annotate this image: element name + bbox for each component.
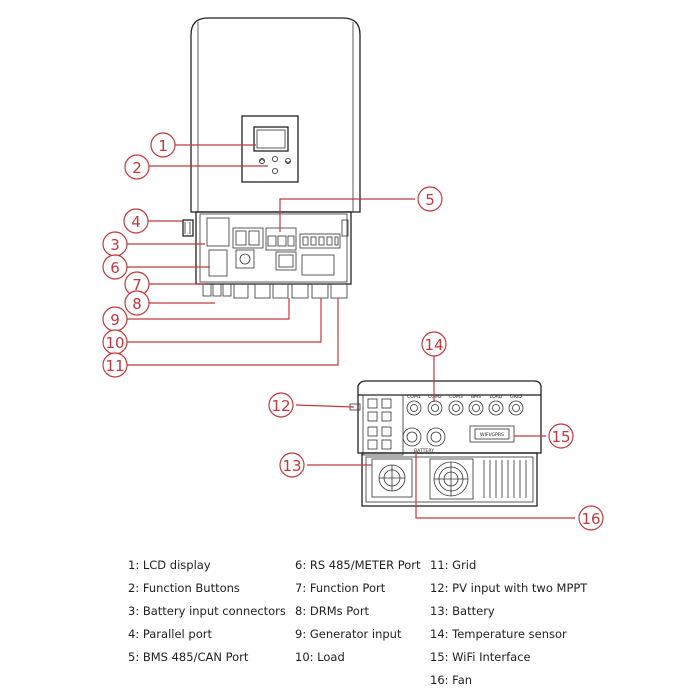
leader-lines [127,144,575,519]
callout-14: 14 [421,331,447,357]
port-label-bms: BMS [471,394,481,400]
callout-12: 12 [268,392,294,418]
svg-text:11: 11 [105,357,124,375]
port-label-load: LOAD [490,394,503,400]
svg-text:3: 3 [110,236,120,254]
legend-item-12: 12: PV input with two MPPT [430,581,588,595]
legend-item-16: 16: Fan [430,673,473,687]
battery-terminals: BATTERY [402,427,446,454]
svg-text:13: 13 [282,457,301,475]
port-label-grid: GRID [510,394,522,400]
svg-text:7: 7 [132,276,142,294]
legend-item-9: 9: Generator input [295,627,402,641]
callout-15: 15 [548,423,574,449]
legend: 1: LCD display 2: Function Buttons 3: Ba… [128,558,688,698]
parallel-port [182,219,194,237]
legend-item-13: 13: Battery [430,604,495,618]
callout-1: 1 [150,132,176,158]
callout-16: 16 [578,505,604,531]
svg-text:2: 2 [132,159,142,177]
callout-13: 13 [279,452,305,478]
svg-text:12: 12 [271,397,290,415]
callout-2: 2 [124,154,150,180]
legend-item-3: 3: Battery input connectors [128,604,286,618]
wifi-interface: WIFI/GPRS [469,425,515,443]
port-label-com1: COM1 [407,394,421,400]
inverter-front-view [182,17,361,299]
function-buttons [258,155,291,174]
legend-item-1: 1: LCD display [128,558,211,572]
legend-item-11: 11: Grid [430,558,477,572]
svg-text:15: 15 [551,428,570,446]
callout-11: 11 [102,352,128,378]
legend-item-15: 15: WiFi Interface [430,650,531,664]
lcd-screen [253,126,289,152]
callout-9: 9 [102,306,128,332]
legend-item-2: 2: Function Buttons [128,581,240,595]
legend-item-4: 4: Parallel port [128,627,212,641]
svg-text:5: 5 [425,191,435,209]
callout-3: 3 [102,231,128,257]
vent-slots [483,460,527,498]
pv-input-connectors [349,394,404,456]
battery-label: BATTERY [414,448,434,454]
legend-item-6: 6: RS 485/METER Port [295,558,421,572]
port-labels: COM1 COM2 COM3 BMS LOAD GRID [407,394,522,400]
fan-icon [371,458,474,500]
svg-text:4: 4 [131,213,141,231]
round-ports [406,400,524,416]
cable-glands [202,283,348,299]
svg-text:1: 1 [158,137,168,155]
callout-5: 5 [417,186,443,212]
lcd-panel [241,115,299,183]
callout-6: 6 [102,254,128,280]
wifi-label: WIFI/GPRS [480,432,504,438]
callout-4: 4 [123,208,149,234]
callout-8: 8 [124,290,150,316]
callout-10: 10 [102,329,128,355]
inverter-bottom-view: COM1 COM2 COM3 BMS LOAD GRID BATTERY WIF… [349,380,542,507]
legend-item-5: 5: BMS 485/CAN Port [128,650,249,664]
port-label-com3: COM3 [449,394,463,400]
svg-text:10: 10 [105,334,124,352]
svg-text:9: 9 [110,311,120,329]
svg-text:6: 6 [110,259,120,277]
port-label-com2: COM2 [428,394,442,400]
svg-text:8: 8 [132,295,142,313]
legend-item-7: 7: Function Port [295,581,386,595]
legend-item-8: 8: DRMs Port [295,604,370,618]
svg-text:16: 16 [581,510,600,528]
legend-item-14: 14: Temperature sensor [430,627,567,641]
svg-text:14: 14 [424,336,443,354]
legend-item-10: 10: Load [295,650,345,664]
